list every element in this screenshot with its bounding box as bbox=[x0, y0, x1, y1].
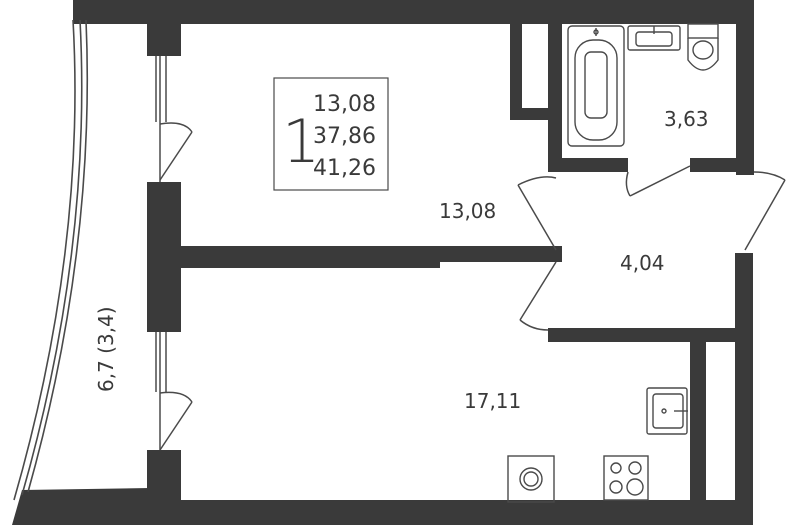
area-without-balcony: 37,86 bbox=[313, 124, 376, 149]
door-balcony-bedroom bbox=[159, 131, 193, 181]
wall-bath-left bbox=[548, 18, 562, 172]
wall-door-pier bbox=[548, 246, 562, 262]
wall-top bbox=[73, 0, 753, 24]
wall-kitchen-niche bbox=[690, 342, 706, 502]
kitchen-living-area: 17,11 bbox=[464, 389, 521, 413]
wall-partition-bedroom-kitchen bbox=[147, 246, 440, 268]
wall-top-left-corner bbox=[73, 0, 93, 24]
toilet-icon bbox=[687, 23, 719, 39]
door-bedroom bbox=[517, 184, 557, 251]
wall-bottom bbox=[147, 500, 753, 525]
balcony-glazing bbox=[13, 19, 89, 501]
wall-partition-bedroom-hall bbox=[440, 246, 552, 262]
wall-hall-bottom bbox=[548, 328, 738, 342]
balcony-inner-line-2 bbox=[27, 19, 89, 493]
bathroom-area: 3,63 bbox=[664, 107, 709, 131]
balcony-outer-line bbox=[13, 19, 76, 501]
hallway-area: 4,04 bbox=[620, 251, 665, 275]
wall-left-top bbox=[147, 20, 181, 56]
rooms-count: 1 bbox=[282, 107, 320, 177]
door-bathroom bbox=[629, 165, 691, 197]
wall-bath-bottom-left bbox=[548, 158, 628, 172]
stove-icon bbox=[603, 455, 649, 501]
room-labels: 13,08 3,63 4,04 17,11 6,7 (3,4) bbox=[94, 107, 709, 413]
balcony-inner-line bbox=[21, 19, 83, 496]
washing-machine-icon bbox=[507, 455, 555, 503]
wall-bath-bottom-right bbox=[690, 158, 748, 172]
wall-shaft-left bbox=[510, 18, 522, 120]
door-kitchen bbox=[519, 261, 557, 321]
windows bbox=[155, 56, 167, 450]
bathtub-icon bbox=[567, 25, 625, 147]
wall-right-bottom bbox=[735, 253, 753, 525]
doors bbox=[159, 122, 786, 451]
wall-left-bottom bbox=[147, 450, 181, 505]
balcony-area: 6,7 (3,4) bbox=[94, 306, 118, 392]
walls bbox=[12, 0, 754, 525]
balcony-slab-bottom bbox=[12, 488, 150, 525]
wall-right-top bbox=[736, 0, 754, 175]
door-balcony-kitchen bbox=[159, 401, 193, 451]
bedroom-area: 13,08 bbox=[439, 199, 496, 223]
apartment-info-box: 1 13,08 37,86 41,26 bbox=[273, 77, 389, 191]
door-entrance bbox=[744, 179, 786, 251]
kitchen-fixtures bbox=[507, 387, 688, 503]
living-area: 13,08 bbox=[313, 92, 376, 117]
bathroom-fixtures bbox=[567, 23, 719, 147]
total-area: 41,26 bbox=[313, 156, 376, 181]
info-box-frame bbox=[273, 77, 389, 191]
wall-shaft-bottom bbox=[510, 108, 555, 120]
